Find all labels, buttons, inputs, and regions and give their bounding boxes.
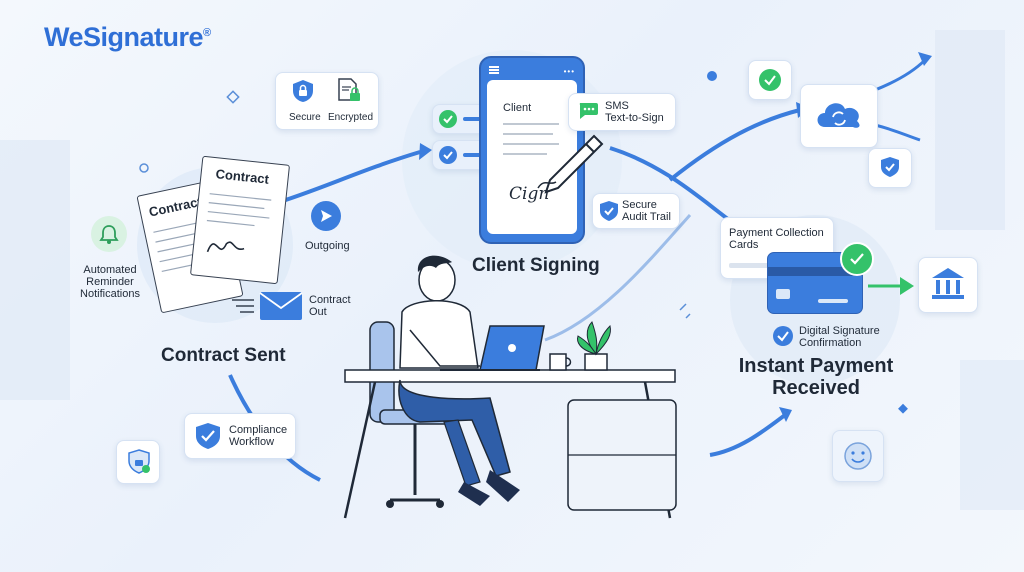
compliance-line-1: Compliance: [229, 424, 288, 436]
send-arrow-icon: [321, 210, 332, 222]
encrypted-file-icon: [338, 78, 360, 101]
registered-mark: ®: [203, 27, 211, 39]
smiley-card: [832, 430, 884, 482]
instant-payment-line-1: Instant Payment: [738, 355, 894, 377]
reminder-line-1: Automated: [83, 264, 137, 276]
text-lines: [503, 123, 559, 155]
outgoing-badge: [311, 201, 341, 231]
menu-icon: [489, 66, 499, 68]
instant-payment-line-2: Received: [772, 377, 860, 399]
confirm-line-2: Confirmation: [799, 337, 862, 349]
chat-bubble-icon: [579, 103, 598, 119]
contract-front-title: Contract: [214, 166, 270, 187]
check-icon: [439, 110, 457, 128]
phone-screen: Client Cign: [487, 80, 577, 234]
contract-out-line-1: Contract: [309, 294, 351, 306]
phone-device: ••• Client Cign: [479, 56, 585, 244]
secure-label: Secure: [289, 112, 321, 123]
lock-badge-card: [116, 440, 160, 484]
contract-out-label: Contract Out: [309, 294, 351, 318]
client-signing-heading: Client Signing: [472, 255, 600, 276]
compliance-line-2: Workflow: [229, 436, 275, 448]
audit-line-2: Audit Trail: [622, 211, 671, 223]
shield-check-icon: [881, 157, 899, 177]
card-chip: [776, 289, 790, 299]
contract-document-front: Contract: [189, 155, 291, 285]
audit-label: Secure Audit Trail: [622, 199, 671, 223]
smiley-icon: [844, 442, 872, 470]
contract-out-line-2: Out: [309, 306, 327, 318]
instant-payment-heading: Instant Payment Received: [728, 355, 904, 399]
phone-status-bar: •••: [487, 64, 577, 78]
pen-icon: [537, 134, 604, 194]
reminder-line-3: Notifications: [80, 288, 140, 300]
status-bar: [463, 117, 483, 121]
phone-doc-title: Client: [503, 102, 532, 114]
reminder-label: Automated Reminder Notifications: [72, 264, 148, 300]
signature-confirmation-label: Digital Signature Confirmation: [799, 325, 880, 349]
person-at-desk-illustration: [343, 255, 677, 519]
bank-card: [918, 257, 978, 313]
payment-collection-label: Payment Collection Cards: [729, 227, 824, 251]
check-card: [748, 60, 792, 100]
confirm-line-1: Digital Signature: [799, 325, 880, 337]
card-number-bar: [818, 299, 848, 303]
security-card: Secure Encrypted: [275, 72, 379, 130]
payment-collection-line-1: Payment Collection: [729, 227, 824, 239]
compliance-workflow-card: Compliance Workflow: [184, 413, 296, 459]
shield-check-icon: [600, 201, 618, 221]
contract-sent-heading: Contract Sent: [161, 345, 286, 366]
lock-shield-icon: [128, 449, 150, 474]
lock-shield-icon: [293, 80, 313, 102]
bank-icon: [932, 268, 964, 299]
reminder-badge: [91, 216, 127, 252]
sms-line-2: Text-to-Sign: [605, 112, 664, 124]
envelope-icon: [232, 292, 303, 320]
shield-check-icon: [196, 423, 220, 449]
cloud-sync-card: [800, 84, 878, 148]
audit-line-1: Secure: [622, 199, 657, 211]
bell-icon: [99, 225, 119, 244]
check-icon: [439, 146, 457, 164]
shield-card: [868, 148, 912, 188]
payment-success-icon: [840, 242, 874, 276]
placeholder-bar: [729, 263, 789, 268]
compliance-label: Compliance Workflow: [229, 424, 287, 448]
outgoing-label: Outgoing: [305, 240, 350, 252]
contract-back-title: Contract: [147, 193, 203, 220]
check-icon: [759, 69, 781, 91]
payment-collection-line-2: Cards: [729, 239, 759, 251]
arrow-right-icon: [868, 277, 914, 295]
card-stripe: [768, 267, 862, 276]
status-bar: [463, 153, 483, 157]
sms-card: SMS Text-to-Sign: [568, 93, 676, 131]
audit-trail-card: Secure Audit Trail: [592, 193, 680, 229]
text-lines-signature: [206, 193, 272, 253]
cloud-sync-icon: [817, 103, 860, 128]
sms-label: SMS Text-to-Sign: [605, 100, 664, 124]
reminder-line-2: Reminder: [86, 276, 134, 288]
encrypted-label: Encrypted: [328, 112, 374, 123]
brand-name: WeSignature: [44, 22, 204, 52]
verified-badge-icon: [773, 326, 793, 346]
dots-icon: •••: [563, 67, 575, 76]
brand-logo: WeSignature®: [44, 22, 211, 53]
sms-line-1: SMS: [605, 100, 629, 112]
signature-text: Cign: [509, 184, 550, 204]
